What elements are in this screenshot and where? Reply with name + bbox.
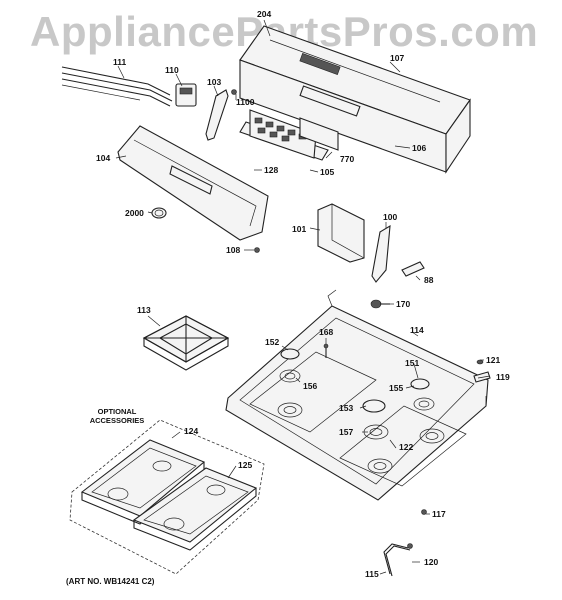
part-113-grate	[142, 315, 230, 371]
label-1100: 1100	[236, 97, 255, 107]
label-110: 110	[165, 65, 179, 75]
part-121-screw	[476, 359, 484, 365]
part-170-screw	[370, 299, 390, 309]
part-100-side-trim	[371, 224, 391, 283]
part-108-screw	[254, 247, 260, 253]
part-117-screw	[421, 509, 427, 515]
part-104-manifold-panel	[117, 125, 269, 241]
label-119: 119	[496, 372, 510, 382]
label-88: 88	[424, 275, 434, 285]
label-153: 153	[339, 403, 354, 413]
label-155: 155	[389, 383, 404, 393]
part-152-burner-cap	[280, 348, 300, 360]
label-151: 151	[405, 358, 420, 368]
label-2000: 2000	[125, 208, 144, 218]
label-111: 111	[113, 57, 127, 67]
part-1100-screw	[231, 89, 237, 95]
part-103-bracket	[205, 89, 229, 141]
label-152: 152	[265, 337, 280, 347]
label-103: 103	[207, 77, 222, 87]
label-107: 107	[390, 53, 405, 63]
part-106-rear-panel	[239, 59, 471, 174]
part-114-cooktop	[225, 289, 489, 501]
part-151-burner-cap	[410, 378, 430, 390]
part-105-control-board	[239, 109, 329, 161]
part-153-burner-cap	[362, 399, 386, 413]
leader-204	[263, 19, 271, 37]
label-113: 113	[137, 305, 151, 315]
label-124: 124	[184, 426, 199, 436]
label-128: 128	[264, 165, 279, 175]
art-number: (ART NO. WB14241 C2)	[66, 577, 155, 586]
label-105: 105	[320, 167, 335, 177]
part-115-tube	[383, 543, 413, 577]
label-104: 104	[96, 153, 111, 163]
label-114: 114	[410, 325, 424, 335]
label-770: 770	[340, 154, 355, 164]
label-204: 204	[257, 9, 272, 19]
label-108: 108	[226, 245, 241, 255]
part-111-wire-harness	[61, 66, 173, 107]
label-170: 170	[396, 299, 411, 309]
label-156: 156	[303, 381, 318, 391]
part-125-griddle-pan	[132, 467, 258, 551]
label-122: 122	[399, 442, 414, 452]
label-115: 115	[365, 569, 379, 579]
label-157: 157	[339, 427, 354, 437]
label-101: 101	[292, 224, 307, 234]
label-121: 121	[486, 355, 501, 365]
part-88-clip	[401, 261, 425, 277]
label-100: 100	[383, 212, 398, 222]
label-117: 117	[432, 509, 446, 519]
part-110-spark-module	[175, 83, 197, 107]
label-125: 125	[238, 460, 253, 470]
part-770-overlay	[299, 117, 339, 151]
part-101-bracket	[317, 203, 365, 263]
optional-accessories-note: OPTIONAL ACCESSORIES	[89, 407, 145, 425]
label-120: 120	[424, 557, 439, 567]
leader-107	[389, 61, 401, 73]
part-124-griddle-pan	[80, 439, 206, 525]
leader-106	[394, 145, 411, 149]
leader-lines	[115, 65, 491, 575]
label-168: 168	[319, 327, 334, 337]
optional-accessories-outline	[69, 419, 265, 575]
part-2000-knob	[151, 207, 167, 219]
label-106: 106	[412, 143, 427, 153]
